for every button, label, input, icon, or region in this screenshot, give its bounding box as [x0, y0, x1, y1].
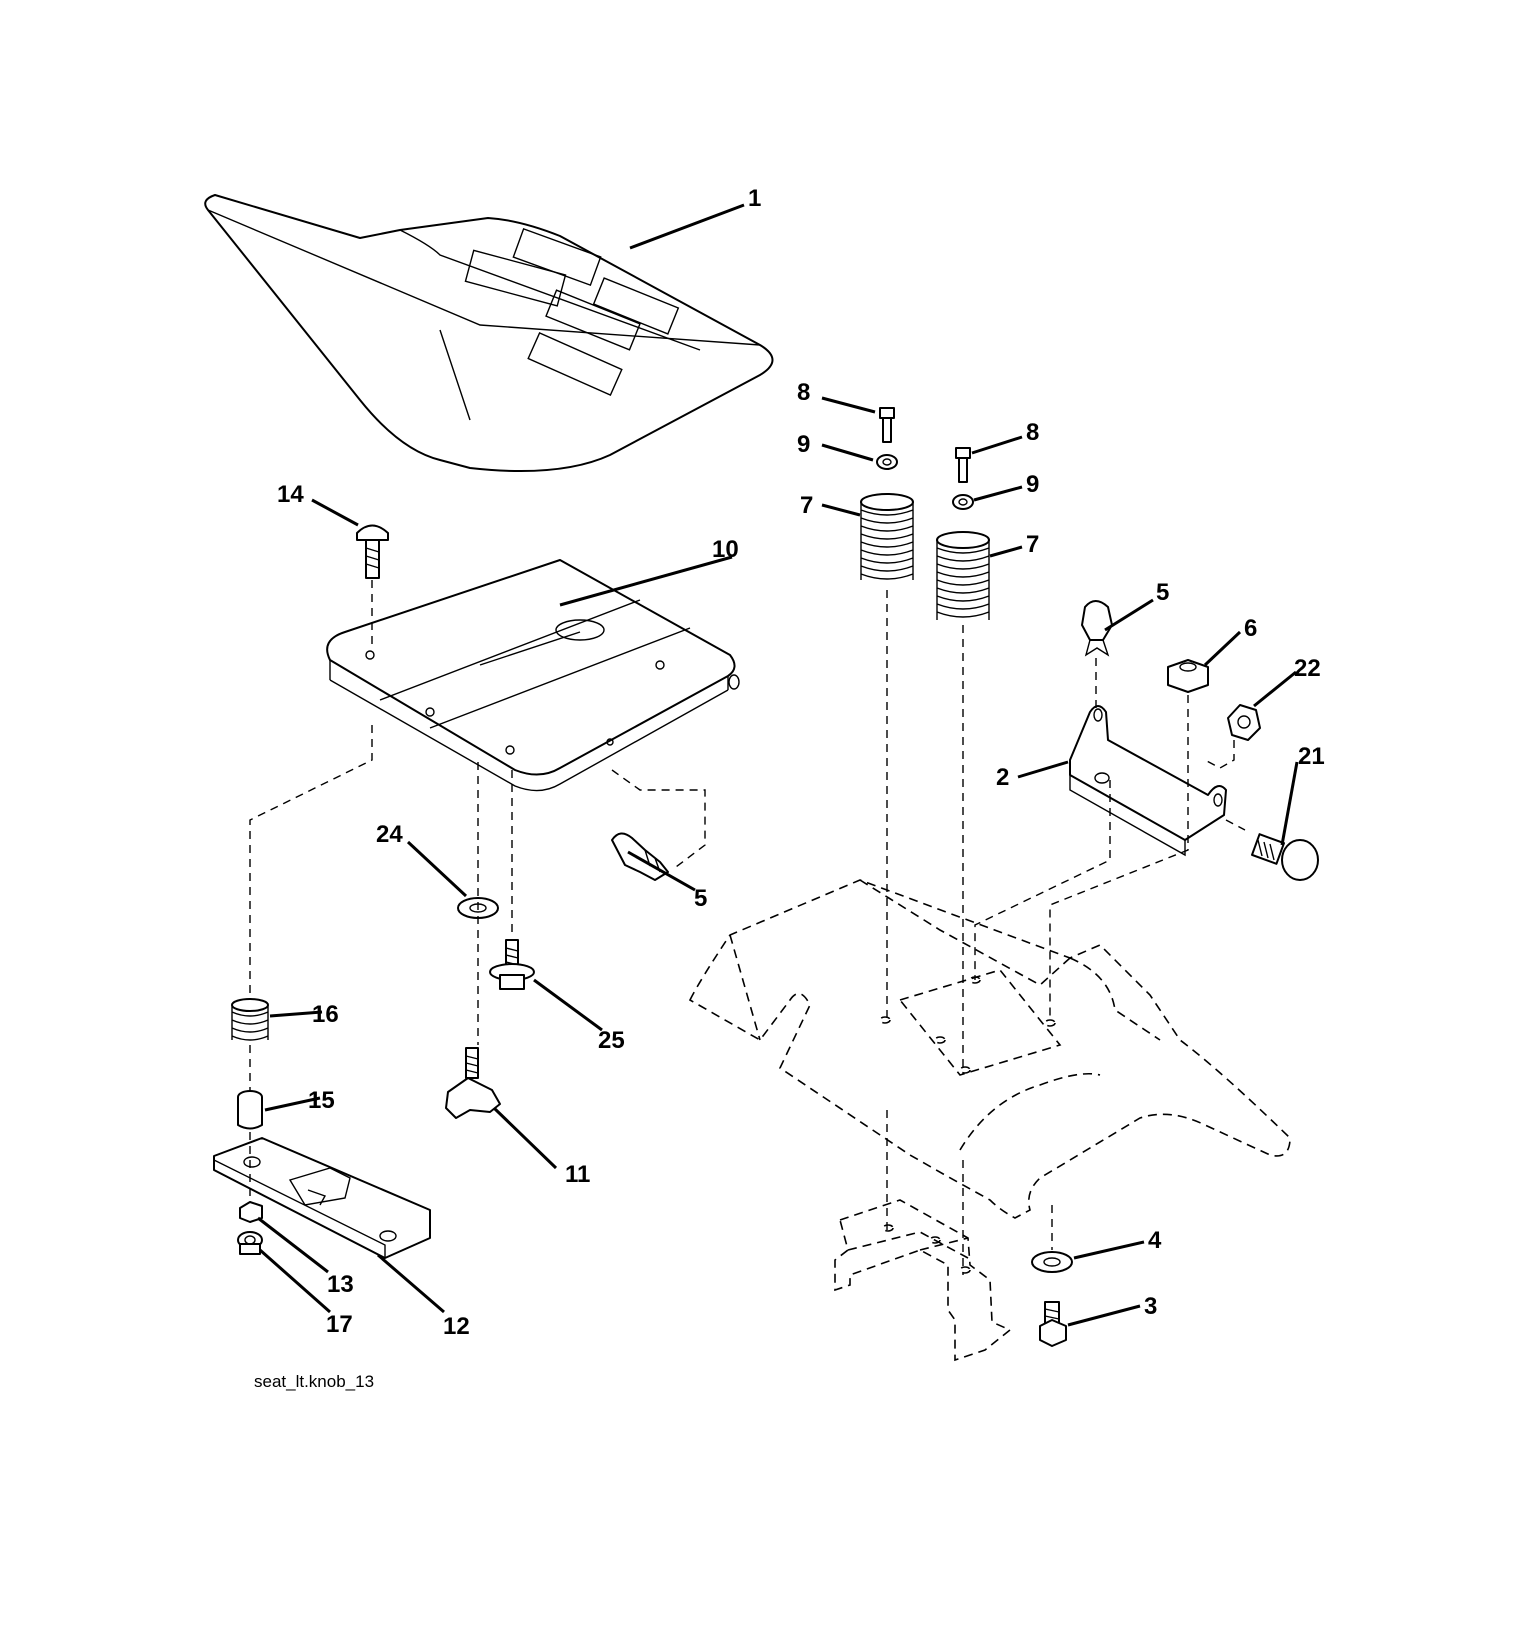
- callout-5-upper: 5: [1156, 579, 1169, 606]
- compression-spring: [231, 998, 269, 1041]
- callout-5-lower: 5: [694, 885, 707, 912]
- seat-bracket: [1069, 705, 1227, 857]
- callout-7-left: 7: [800, 492, 813, 519]
- callout-7-right: 7: [1026, 531, 1039, 558]
- callout-4: 4: [1148, 1227, 1162, 1254]
- callout-9-left: 9: [797, 431, 810, 458]
- lock-nut: [239, 1201, 263, 1223]
- callout-11: 11: [565, 1161, 590, 1188]
- assembly-lines: [249, 580, 1246, 1275]
- callout-10: 10: [712, 536, 739, 563]
- seat: [204, 194, 774, 472]
- lock-washer-right: [952, 494, 974, 510]
- callout-21: 21: [1298, 743, 1325, 770]
- wire-clip-lower: [611, 832, 669, 881]
- callout-22: 22: [1294, 655, 1321, 682]
- adjustment-knob: [445, 1047, 501, 1119]
- callout-3: 3: [1144, 1293, 1157, 1320]
- shoulder-bolt: [1251, 833, 1319, 881]
- flat-washer-fender: [1031, 1251, 1073, 1273]
- hex-nut: [1167, 659, 1209, 693]
- callout-12: 12: [443, 1313, 470, 1340]
- fender-outline: [688, 879, 1291, 1219]
- callout-9-right: 9: [1026, 471, 1039, 498]
- wire-clip-upper: [1081, 600, 1113, 657]
- callout-14: 14: [277, 481, 304, 508]
- spring-left: [860, 493, 914, 580]
- spacer: [237, 1090, 263, 1130]
- flat-washer-plate: [237, 1231, 263, 1255]
- shoulder-screw: [489, 939, 535, 990]
- screw-right: [955, 447, 971, 483]
- hex-bolt: [1039, 1301, 1067, 1347]
- callout-13: 13: [327, 1271, 354, 1298]
- flange-nut: [1227, 704, 1261, 741]
- adjustment-plate: [213, 1137, 431, 1259]
- callout-2: 2: [996, 764, 1009, 791]
- seat-pan: [326, 559, 740, 792]
- leader-lines: [257, 203, 1299, 1327]
- carriage-bolt: [356, 524, 389, 579]
- callout-1: 1: [748, 185, 761, 212]
- callout-17: 17: [326, 1311, 353, 1338]
- callout-6: 6: [1244, 615, 1257, 642]
- callout-labels: 1 2 3 4 5 5 6 7 7 8 8 9 9 10 11 12 13 14…: [277, 185, 1325, 1340]
- seat-mount-outline: [834, 1199, 1012, 1362]
- lock-washer-left: [876, 454, 898, 470]
- callout-16: 16: [312, 1001, 339, 1028]
- callout-8-left: 8: [797, 379, 810, 406]
- spring-right: [936, 531, 990, 620]
- callout-24: 24: [376, 821, 403, 848]
- callout-15: 15: [308, 1087, 335, 1114]
- callout-8-right: 8: [1026, 419, 1039, 446]
- callout-25: 25: [598, 1027, 625, 1054]
- screw-left: [879, 407, 895, 443]
- diagram-caption: seat_lt.knob_13: [254, 1372, 374, 1391]
